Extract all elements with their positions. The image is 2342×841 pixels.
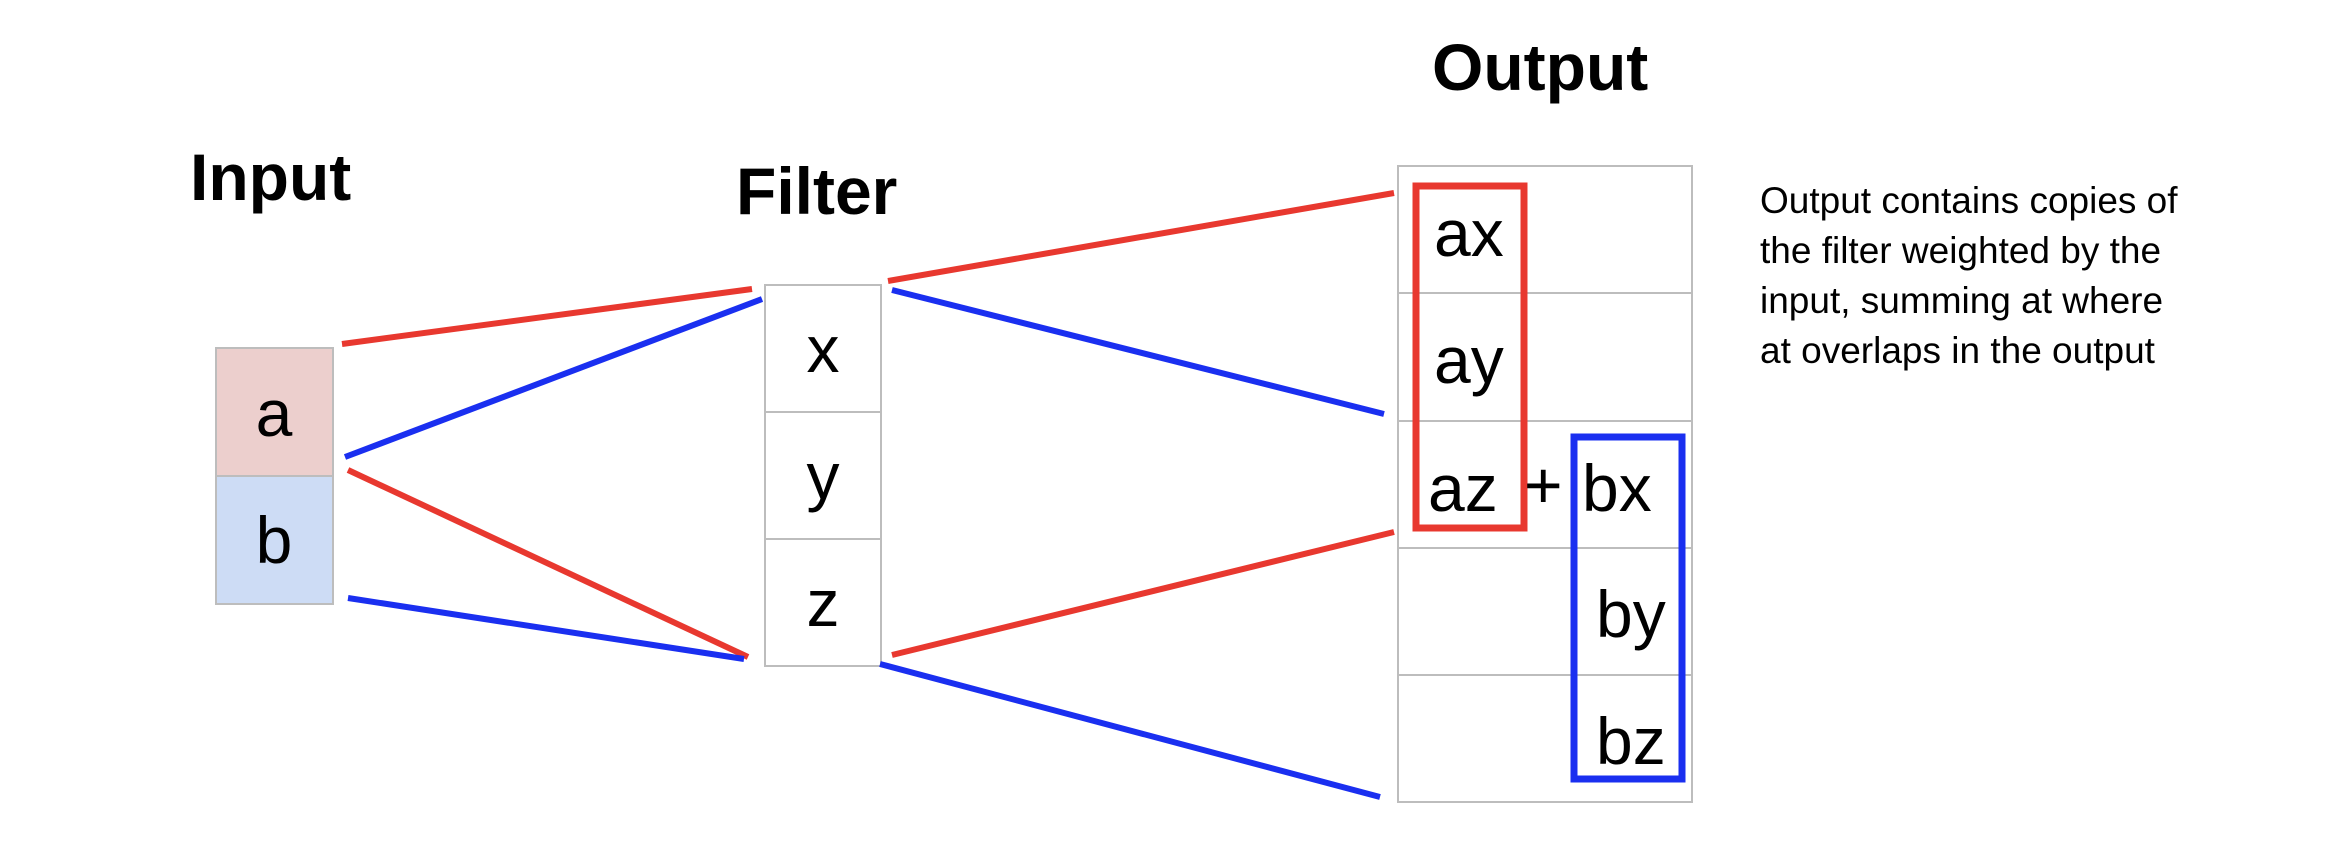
filter-title: Filter [736,154,897,228]
output-term-az: az [1428,451,1498,525]
filter-label-z: z [807,566,840,640]
input-label-a: a [256,376,293,450]
output-grid [1397,165,1693,803]
filter-cell-x [764,284,882,413]
connector-a-to-x [341,286,753,347]
connector-blue-top [891,287,1385,417]
input-title: Input [190,140,351,214]
output-title: Output [1432,30,1648,104]
filter-cell-z [764,538,882,667]
output-term-bz: bz [1596,704,1666,778]
filter-label-x: x [807,312,840,386]
connector-red-bottom [891,529,1395,658]
red-filter-copy-box [1412,182,1528,532]
explanation-note: Output contains copies of the filter wei… [1760,180,2178,371]
output-term-by: by [1596,577,1666,651]
blue-filter-copy-box [1570,433,1686,783]
connector-blue-bottom [879,661,1381,800]
connector-red-top [887,190,1395,284]
input-label-b: b [256,503,293,577]
input-cell-a [215,347,334,477]
filter-cell-y [764,411,882,540]
output-plus-sign: + [1524,448,1563,522]
connector-a-to-z [346,467,750,660]
output-term-ay: ay [1434,323,1504,397]
filter-label-y: y [807,439,840,513]
connector-b-to-z [347,595,745,662]
output-term-ax: ax [1434,196,1504,270]
output-term-bx: bx [1582,451,1652,525]
connector-b-to-x [343,296,764,460]
input-cell-b [215,475,334,605]
